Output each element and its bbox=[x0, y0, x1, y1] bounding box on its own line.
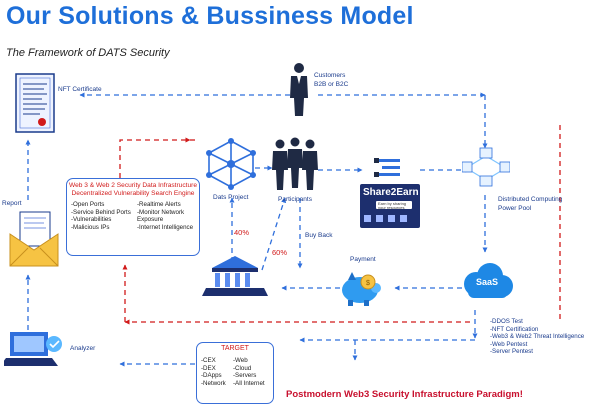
participants-label: Participants bbox=[278, 196, 312, 203]
buy-back-label: Buy Back bbox=[305, 232, 333, 239]
infrastructure-subtitle: Decentralized Vulnerability Search Engin… bbox=[71, 190, 195, 197]
pct-40-label: 40% bbox=[234, 228, 250, 237]
infra-item: -Open Ports bbox=[71, 201, 105, 208]
infra-item: Exposure bbox=[137, 216, 164, 224]
target-item: -DApps bbox=[201, 372, 222, 380]
saas-services: -DDOS Test -NFT Certification -Web3 & We… bbox=[490, 318, 584, 356]
infra-item: -Monitor Network bbox=[137, 208, 185, 216]
target-item: -Cloud bbox=[233, 364, 252, 372]
infra-item: -Internet Intelligence bbox=[137, 223, 194, 231]
infrastructure-title: Web 3 & Web 2 Security Data Infrastructu… bbox=[68, 182, 198, 189]
customer-icon bbox=[290, 63, 308, 116]
saas-cloud-icon: SaaS bbox=[458, 262, 516, 300]
dats-project-label: Dats Project bbox=[213, 194, 249, 201]
customers-type-label: B2B or B2C bbox=[314, 81, 349, 88]
participants-icon bbox=[272, 137, 318, 190]
target-item: -CEX bbox=[201, 357, 216, 364]
distributed-label: Distributed Computing bbox=[498, 196, 563, 203]
infra-item: -Malicious IPs bbox=[71, 223, 110, 231]
saas-label: SaaS bbox=[476, 277, 499, 287]
piggy-bank-icon: $ bbox=[342, 272, 381, 306]
saas-service: -DDOS Test bbox=[490, 318, 523, 325]
infra-item: -Service Behind Ports bbox=[71, 208, 131, 216]
saas-service: -Web3 & Web2 Threat Intelligence bbox=[490, 333, 585, 341]
target-box: TARGET -CEX -DEX -DApps -Network -Web -C… bbox=[196, 342, 274, 404]
saas-service: -NFT Certification bbox=[490, 325, 539, 333]
target-title: TARGET bbox=[221, 345, 249, 352]
share2earn-icon: Share2Earn Earn by sharing your resource… bbox=[360, 156, 420, 228]
report-label: Report bbox=[2, 200, 22, 207]
analyzer-label: Analyzer bbox=[70, 345, 96, 352]
saas-service: -Web Pentest bbox=[490, 340, 528, 348]
footer-tagline: Postmodern Web3 Security Infrastructure … bbox=[286, 389, 523, 400]
target-item: -Servers bbox=[233, 372, 257, 380]
svg-text:$: $ bbox=[366, 280, 370, 287]
nft-certificate-label: NFT Certificate bbox=[58, 86, 102, 93]
target-item: -All Internet bbox=[233, 379, 265, 387]
analyzer-icon bbox=[4, 332, 62, 366]
target-item: -Network bbox=[201, 379, 226, 387]
distributed-sub-label: Power Pool bbox=[498, 205, 532, 212]
customers-label: Customers bbox=[314, 72, 346, 79]
infrastructure-box: Web 3 & Web 2 Security Data Infrastructu… bbox=[66, 178, 200, 256]
payment-label: Payment bbox=[350, 256, 376, 263]
envelope-icon bbox=[9, 211, 59, 267]
pct-60-label: 60% bbox=[272, 248, 288, 257]
page-subtitle: The Framework of DATS Security bbox=[6, 47, 170, 59]
infra-item: -Vulnerabilities bbox=[71, 216, 112, 224]
infra-item: -Realtime Alerts bbox=[137, 201, 181, 208]
target-item: -Web bbox=[233, 357, 248, 364]
share2earn-logo: Share2Earn bbox=[363, 187, 419, 198]
distributed-icon bbox=[462, 147, 510, 187]
saas-service: -Server Pentest bbox=[490, 348, 533, 356]
page-title: Our Solutions & Bussiness Model bbox=[6, 2, 414, 30]
target-item: -DEX bbox=[201, 364, 216, 372]
share2earn-tagline: Earn by sharing your resources bbox=[378, 201, 407, 210]
bank-icon bbox=[202, 256, 268, 296]
network-icon bbox=[206, 138, 256, 190]
document-icon bbox=[15, 73, 55, 133]
